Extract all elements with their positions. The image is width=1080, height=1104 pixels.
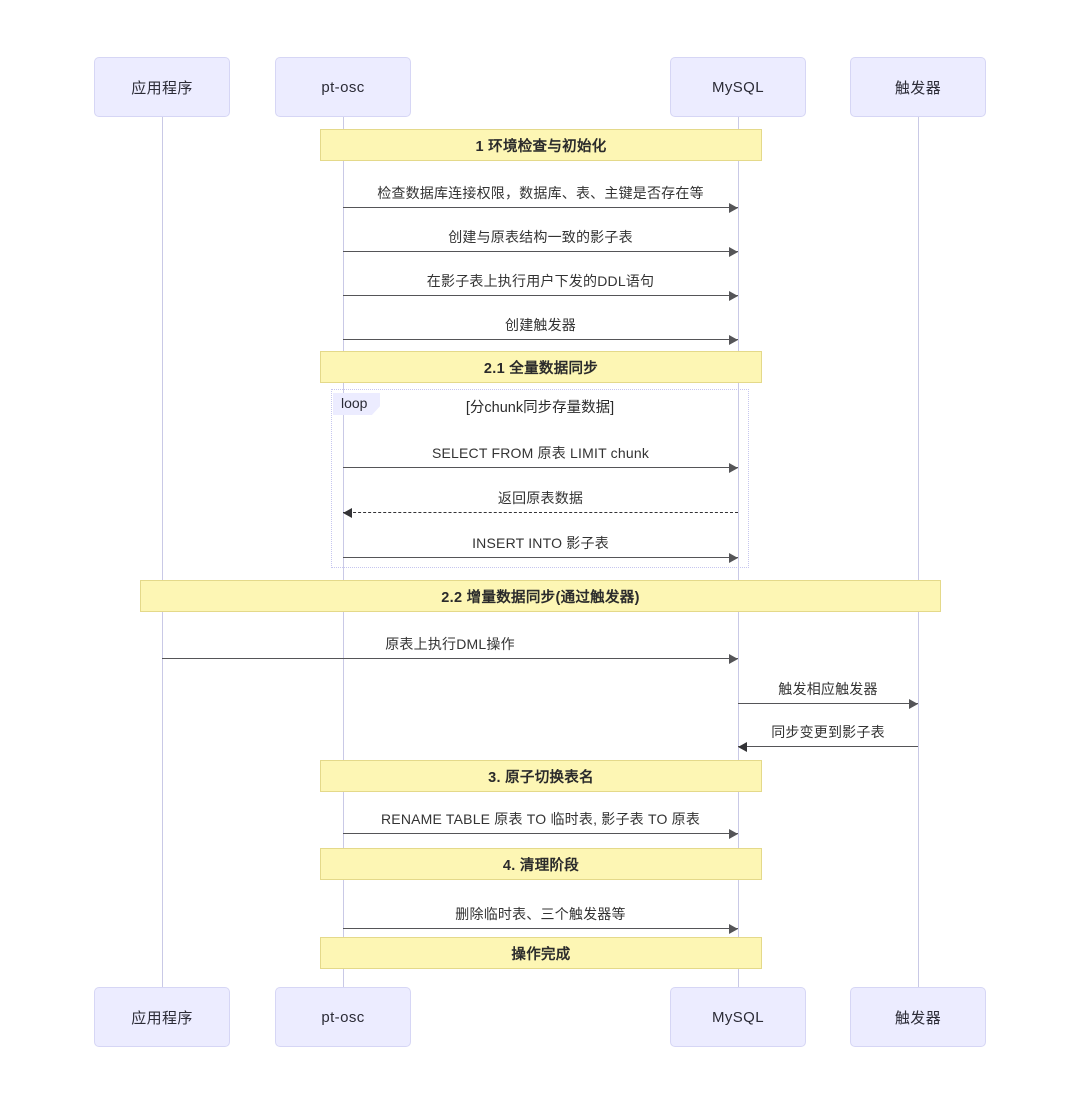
- arrow-head-right: [909, 699, 918, 709]
- participant-label: 触发器: [894, 1009, 942, 1027]
- message-line-m11: [343, 833, 738, 834]
- message-label-m5: SELECT FROM 原表 LIMIT chunk: [431, 445, 650, 461]
- loop-condition-label: [分chunk同步存量数据]: [465, 400, 615, 416]
- section-note-n5: 操作完成: [320, 937, 762, 969]
- arrow-head-right: [729, 924, 738, 934]
- message-label-m3: 在影子表上执行用户下发的DDL语句: [426, 273, 655, 289]
- arrow-head-right: [729, 291, 738, 301]
- message-line-m2: [343, 251, 738, 252]
- lifeline-app: [162, 117, 163, 987]
- participant-label: MySQL: [711, 1008, 764, 1026]
- message-label-m11: RENAME TABLE 原表 TO 临时表, 影子表 TO 原表: [380, 811, 701, 827]
- section-note-label: 操作完成: [511, 946, 571, 963]
- arrow-head-right: [729, 247, 738, 257]
- section-note-n4: 4. 清理阶段: [320, 848, 762, 880]
- message-line-m5: [343, 467, 738, 468]
- arrow-head-right: [729, 829, 738, 839]
- arrow-head-right: [729, 553, 738, 563]
- arrow-head-right: [729, 463, 738, 473]
- participant-mysql-top[interactable]: MySQL: [670, 57, 806, 117]
- loop-tag: loop: [333, 393, 381, 415]
- message-label-m7: INSERT INTO 影子表: [472, 535, 609, 551]
- section-note-n21: 2.1 全量数据同步: [320, 351, 762, 383]
- participant-trigger-top[interactable]: 触发器: [850, 57, 986, 117]
- participant-label: pt-osc: [321, 1008, 365, 1026]
- message-label-m6: 返回原表数据: [497, 490, 584, 506]
- lifeline-mysql: [738, 117, 739, 987]
- section-note-label: 1 环境检查与初始化: [475, 138, 607, 155]
- participant-label: 应用程序: [131, 1009, 193, 1027]
- participant-mysql-bottom[interactable]: MySQL: [670, 987, 806, 1047]
- message-label-m1: 检查数据库连接权限，数据库、表、主键是否存在等: [377, 185, 704, 201]
- participant-label: 触发器: [894, 79, 942, 97]
- message-line-m10: [738, 746, 918, 747]
- message-line-m8: [162, 658, 738, 659]
- message-line-m9: [738, 703, 918, 704]
- arrow-head-right: [729, 203, 738, 213]
- participant-label: pt-osc: [321, 78, 365, 96]
- arrow-head-right: [729, 335, 738, 345]
- message-line-m3: [343, 295, 738, 296]
- arrow-head-right: [729, 654, 738, 664]
- lifeline-trigger: [918, 117, 919, 987]
- participant-label: 应用程序: [131, 79, 193, 97]
- participant-ptosc-bottom[interactable]: pt-osc: [275, 987, 411, 1047]
- lifeline-ptosc: [343, 117, 344, 987]
- section-note-n1: 1 环境检查与初始化: [320, 129, 762, 161]
- message-line-m12: [343, 928, 738, 929]
- message-line-m6: [343, 512, 738, 513]
- message-label-m4: 创建触发器: [505, 317, 576, 333]
- message-line-m1: [343, 207, 738, 208]
- participant-trigger-bottom[interactable]: 触发器: [850, 987, 986, 1047]
- participant-label: MySQL: [711, 78, 764, 96]
- section-note-n3: 3. 原子切换表名: [320, 760, 762, 792]
- participant-app-top[interactable]: 应用程序: [94, 57, 230, 117]
- message-label-m10: 同步变更到影子表: [771, 724, 885, 740]
- message-label-m12: 删除临时表、三个触发器等: [455, 906, 626, 922]
- section-note-n22: 2.2 增量数据同步(通过触发器): [140, 580, 941, 612]
- section-note-label: 3. 原子切换表名: [488, 769, 594, 786]
- message-label-m2: 创建与原表结构一致的影子表: [448, 229, 633, 245]
- message-label-m9: 触发相应触发器: [778, 681, 878, 697]
- message-line-m4: [343, 339, 738, 340]
- participant-app-bottom[interactable]: 应用程序: [94, 987, 230, 1047]
- arrow-head-left: [738, 742, 747, 752]
- participant-ptosc-top[interactable]: pt-osc: [275, 57, 411, 117]
- message-label-m8: 原表上执行DML操作: [385, 636, 515, 652]
- section-note-label: 2.1 全量数据同步: [483, 360, 599, 377]
- section-note-label: 4. 清理阶段: [502, 857, 580, 874]
- loop-frame: [331, 389, 749, 568]
- message-line-m7: [343, 557, 738, 558]
- section-note-label: 2.2 增量数据同步(通过触发器): [441, 589, 640, 606]
- arrow-head-left: [343, 508, 352, 518]
